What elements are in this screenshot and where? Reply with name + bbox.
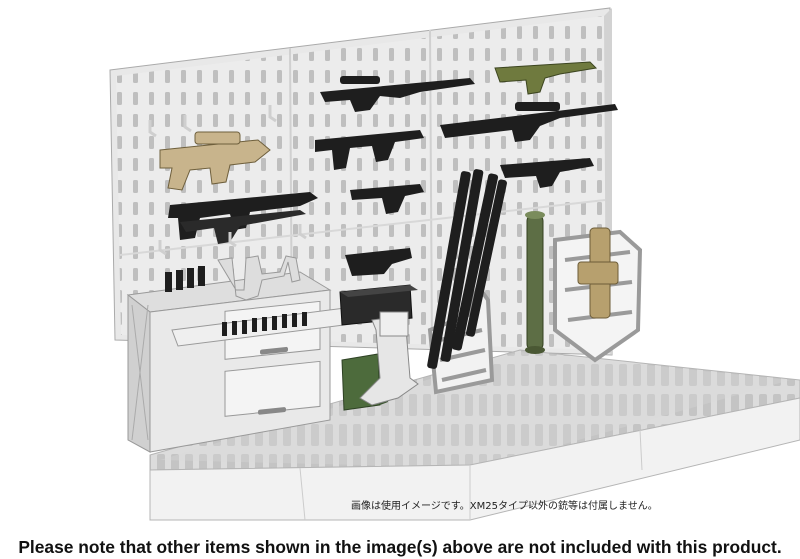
en-disclaimer: Please note that other items shown in th… [18,537,782,557]
wall-guns [159,61,618,276]
workbench [126,255,353,453]
pegboard-hooks [148,105,307,256]
launcher-tube [525,211,545,354]
base-platform [149,349,800,521]
rifle-tan-stand [577,227,619,319]
jp-disclaimer: 画像は使用イメージです。XM25タイプ以外の銃等は付属しません。 [351,501,658,512]
stand-white [359,311,419,406]
rifles-vertical [427,169,507,369]
